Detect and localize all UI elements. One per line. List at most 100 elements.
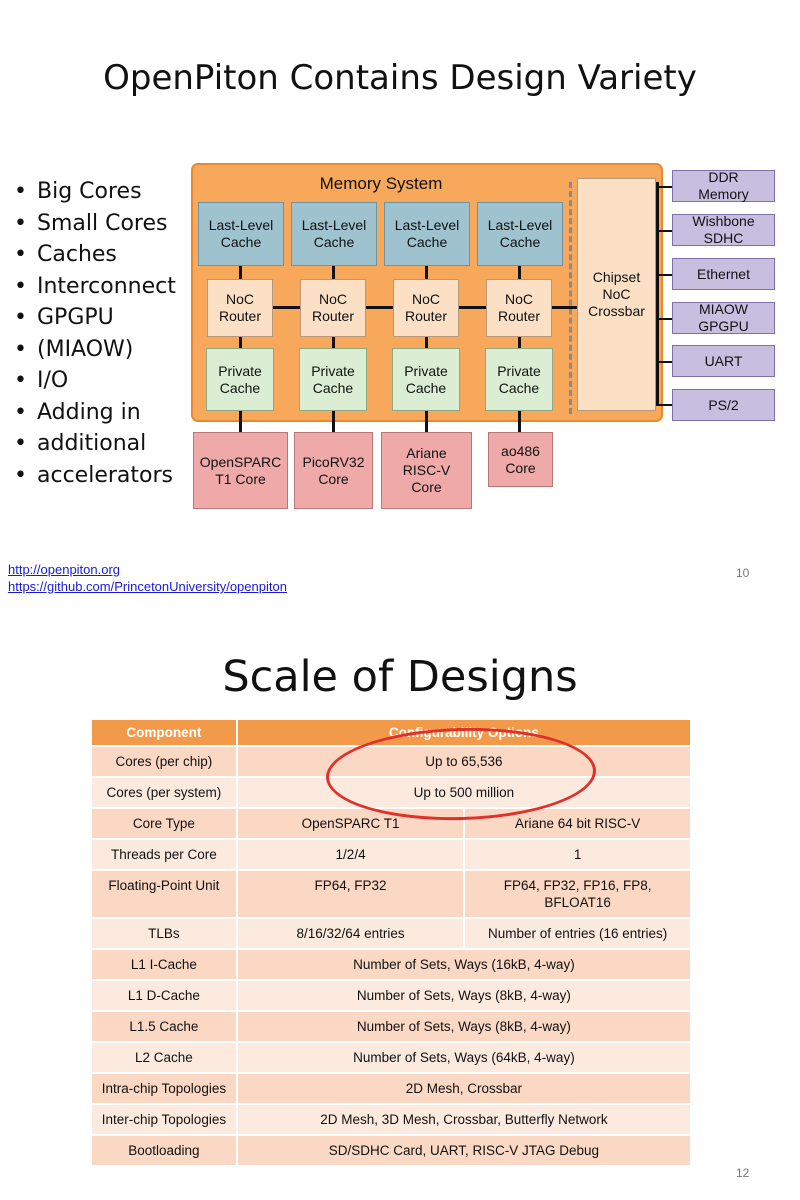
slide-title: Scale of Designs [222,652,578,702]
peripheral-stub [656,318,672,320]
peripheral-bus-wire [656,182,659,405]
component-cell: Floating-Point Unit [90,869,238,919]
reference-links: http://openpiton.org https://github.com/… [8,561,287,595]
component-cell: Core Type [90,807,238,840]
component-cell: L1.5 Cache [90,1010,238,1043]
component-cell: Inter-chip Topologies [90,1103,238,1136]
bullet-item: Small Cores [14,208,176,240]
table-row: Cores (per system)Up to 500 million [90,776,693,809]
feature-bullet-list: Big Cores Small Cores Caches Interconnec… [14,176,176,491]
option-cell: FP64, FP32, FP16, FP8, BFLOAT16 [463,869,692,919]
last-level-cache-block: Last-Level Cache [198,202,284,266]
openpiton-architecture-diagram: Memory System Last-Level Cache Last-Leve… [0,0,800,520]
option-cell: Number of Sets, Ways (64kB, 4-way) [235,1041,693,1074]
last-level-cache-block: Last-Level Cache [291,202,377,266]
slide-title: OpenPiton Contains Design Variety [103,58,697,98]
option-cell: Number of Sets, Ways (8kB, 4-way) [235,979,693,1012]
option-cell: Up to 500 million [235,776,693,809]
peripheral-miaow-gpgpu: MIAOW GPGPU [672,301,775,334]
noc-router-block: NoC Router [393,279,459,337]
component-cell: L1 D-Cache [90,979,238,1012]
noc-router-block: NoC Router [300,279,366,337]
peripheral-ethernet: Ethernet [672,258,775,290]
core-block: PicoRV32 Core [294,432,373,509]
option-cell: OpenSPARC T1 [235,807,466,840]
component-cell: Cores (per chip) [90,745,238,778]
core-block: Ariane RISC-V Core [381,432,472,509]
option-cell: Up to 65,536 [235,745,693,778]
peripheral-uart: UART [672,345,775,377]
option-cell: FP64, FP32 [235,869,466,919]
core-block: ao486 Core [488,432,553,487]
page-number: 12 [736,1166,750,1180]
bullet-continuation: (MIAOW) [14,334,176,366]
peripheral-ps2: PS/2 [672,389,775,421]
configurability-table: Component Configurability Options Cores … [90,718,693,1167]
openpiton-website-link[interactable]: http://openpiton.org [8,562,121,577]
bullet-item: Big Cores [14,176,176,208]
option-cell: Number of entries (16 entries) [463,917,692,950]
chipset-divider-line [569,182,572,414]
openpiton-github-link[interactable]: https://github.com/PrincetonUniversity/o… [8,579,287,594]
peripheral-stub [656,230,672,232]
peripheral-stub [656,186,672,188]
component-cell: Cores (per system) [90,776,238,809]
peripheral-wishbone-sdhc: Wishbone SDHC [672,213,775,246]
column-header-component: Component [90,718,238,747]
component-cell: Intra-chip Topologies [90,1072,238,1105]
slide-scale-of-designs: Scale of Designs Component Configurabili… [0,610,800,1200]
component-cell: TLBs [90,917,238,950]
chipset-noc-crossbar-block: Chipset NoC Crossbar [577,178,656,411]
bullet-item: Caches [14,239,176,271]
noc-router-block: NoC Router [486,279,552,337]
noc-router-block: NoC Router [207,279,273,337]
option-cell: 2D Mesh, Crossbar [235,1072,693,1105]
option-cell: 1/2/4 [235,838,466,871]
bullet-item: Adding in [14,397,176,429]
bullet-item: GPGPU [14,302,176,334]
bullet-item: Interconnect [14,271,176,303]
component-cell: L2 Cache [90,1041,238,1074]
table-row: Cores (per chip)Up to 65,536 [90,745,693,778]
core-block: OpenSPARC T1 Core [193,432,288,509]
peripheral-stub [656,361,672,363]
bullet-continuation: accelerators [14,460,176,492]
private-cache-block: Private Cache [206,348,274,411]
private-cache-block: Private Cache [485,348,553,411]
last-level-cache-block: Last-Level Cache [384,202,470,266]
component-cell: Threads per Core [90,838,238,871]
component-cell: L1 I-Cache [90,948,238,981]
slide-openpiton-variety: OpenPiton Contains Design Variety Big Co… [0,0,800,610]
peripheral-ddr-memory: DDR Memory [672,169,775,202]
bullet-item: I/O [14,365,176,397]
option-cell: Number of Sets, Ways (8kB, 4-way) [235,1010,693,1043]
option-cell: 8/16/32/64 entries [235,917,466,950]
option-cell: Ariane 64 bit RISC-V [463,807,692,840]
option-cell: Number of Sets, Ways (16kB, 4-way) [235,948,693,981]
peripheral-stub [656,404,672,406]
page-number: 10 [736,566,750,580]
private-cache-block: Private Cache [392,348,460,411]
memory-system-label: Memory System [319,174,443,193]
column-header-options: Configurability Options [235,718,693,747]
last-level-cache-block: Last-Level Cache [477,202,563,266]
option-cell: 2D Mesh, 3D Mesh, Crossbar, Butterfly Ne… [235,1103,693,1136]
private-cache-block: Private Cache [299,348,367,411]
option-cell: SD/SDHC Card, UART, RISC-V JTAG Debug [235,1134,693,1167]
peripheral-stub [656,274,672,276]
bullet-continuation: additional [14,428,176,460]
option-cell: 1 [463,838,692,871]
component-cell: Bootloading [90,1134,238,1167]
